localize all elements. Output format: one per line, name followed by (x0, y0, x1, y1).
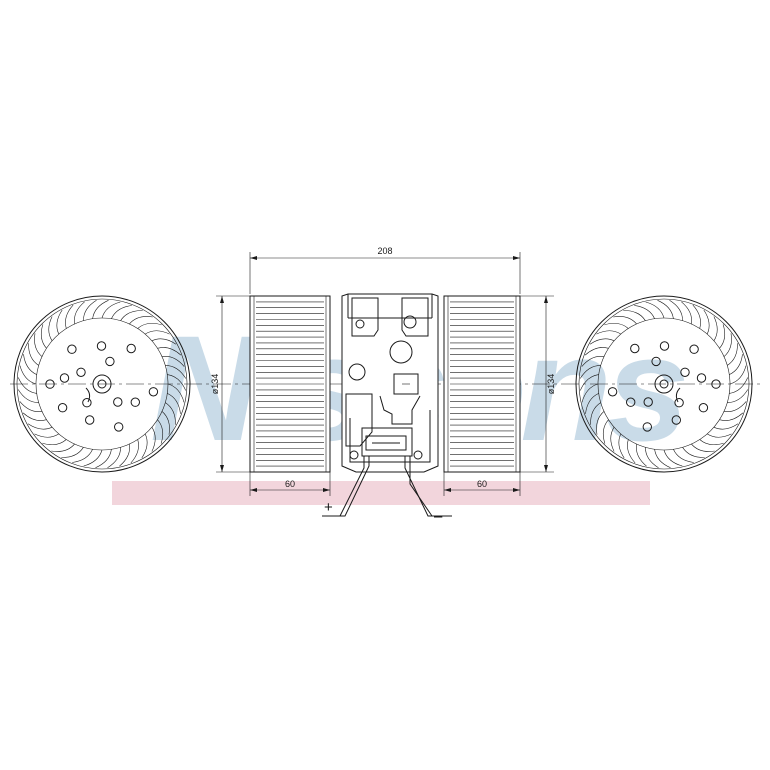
motor-housing (341, 293, 439, 473)
right-diameter-value: ø134 (546, 374, 556, 395)
left-diameter-value: ø134 (210, 374, 220, 395)
positive-terminal-label: + (324, 499, 333, 516)
terminal-leads (322, 456, 452, 517)
left-wheel-width-value: 60 (285, 479, 295, 489)
left-squirrel-cage-side-view (249, 295, 331, 473)
right-fan-wheel-front-view (575, 295, 753, 473)
left-fan-wheel-front-view (13, 295, 191, 473)
right-diameter-dimension (520, 295, 554, 473)
overall-length-value: 208 (377, 246, 392, 256)
right-squirrel-cage-side-view (443, 295, 521, 473)
overall-length-dimension (249, 252, 521, 294)
watermark-band (112, 481, 650, 505)
right-wheel-width-dimension (443, 470, 521, 496)
left-wheel-width-dimension (249, 470, 331, 496)
left-diameter-dimension (216, 295, 250, 473)
negative-terminal-label: – (434, 508, 443, 525)
right-wheel-width-value: 60 (477, 479, 487, 489)
